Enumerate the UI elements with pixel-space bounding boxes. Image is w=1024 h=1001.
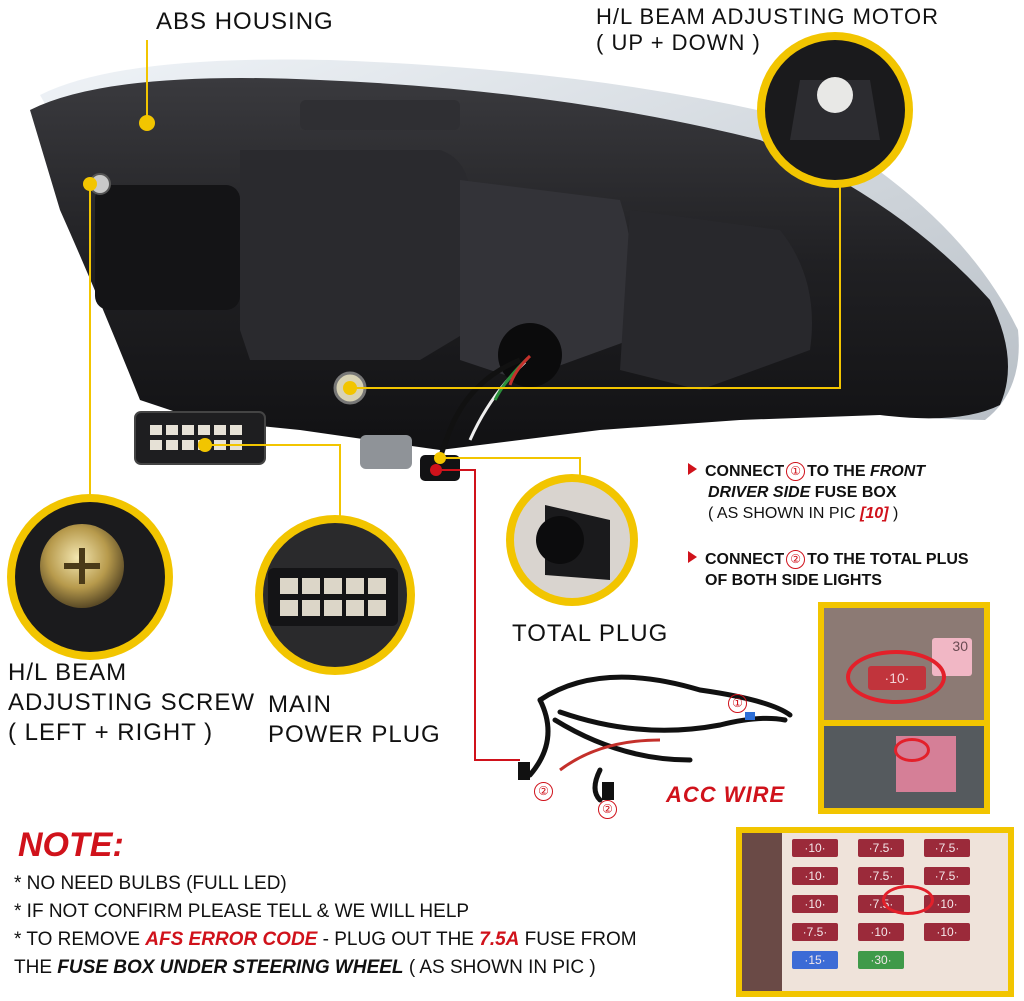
note-list: * NO NEED BULBS (FULL LED) * IF NOT CONF… bbox=[14, 870, 637, 982]
fuse: ·10· bbox=[924, 895, 970, 913]
total-plug-label: TOTAL PLUG bbox=[512, 620, 669, 647]
fuse: ·10· bbox=[792, 867, 838, 885]
screw-label-line2: ADJUSTING SCREW bbox=[8, 689, 256, 716]
steering-fuse-box-photo: ·10· ·7.5· ·7.5· ·10· ·7.5· ·7.5· ·10· ·7.5· ·10… bbox=[736, 827, 1014, 997]
motor-label-line2: ( UP + DOWN ) bbox=[596, 30, 761, 55]
fuse: ·30· bbox=[858, 951, 904, 969]
screw-label: H/L BEAM ADJUSTING SCREW ( LEFT + RIGHT … bbox=[8, 658, 255, 748]
front-fuse-box-photo: 30 ·10· bbox=[818, 602, 990, 814]
fuse: ·10· bbox=[792, 895, 838, 913]
fuse: ·10· bbox=[858, 923, 904, 941]
fuse: ·10· bbox=[792, 839, 838, 857]
fuse-10: ·10· bbox=[868, 666, 926, 690]
acc-wire-label: ACC WIRE bbox=[666, 782, 786, 807]
fuse: ·15· bbox=[792, 951, 838, 969]
fuse: ·7.5· bbox=[924, 867, 970, 885]
circled-two-icon: ② bbox=[786, 550, 806, 569]
main-power-line1: MAIN bbox=[268, 691, 332, 718]
abs-housing-label: ABS HOUSING bbox=[156, 8, 334, 35]
fuse: ·7.5· bbox=[792, 923, 838, 941]
motor-label-line1: H/L BEAM ADJUSTING MOTOR bbox=[596, 4, 940, 29]
wire-marker-2a: ② bbox=[534, 782, 553, 801]
motor-label: H/L BEAM ADJUSTING MOTOR ( UP + DOWN ) bbox=[596, 4, 939, 56]
motor-zoom-circle bbox=[757, 32, 913, 188]
red-triangle-icon bbox=[688, 463, 697, 475]
total-plug-zoom-circle bbox=[506, 474, 638, 606]
screw-label-line1: H/L BEAM bbox=[8, 659, 128, 686]
fuse: ·7.5· bbox=[858, 839, 904, 857]
wire-marker-1: ① bbox=[728, 694, 747, 713]
main-power-label: MAIN POWER PLUG bbox=[268, 690, 441, 750]
main-power-line2: POWER PLUG bbox=[268, 721, 441, 748]
screw-label-line3: ( LEFT + RIGHT ) bbox=[8, 719, 214, 746]
note-line-1: * NO NEED BULBS (FULL LED) bbox=[14, 873, 287, 894]
screw-zoom-circle bbox=[7, 494, 173, 660]
fuse: ·10· bbox=[924, 923, 970, 941]
note-title: NOTE: bbox=[18, 826, 124, 864]
fuse: ·7.5· bbox=[858, 867, 904, 885]
wire-marker-2b: ② bbox=[598, 800, 617, 819]
fuse: ·7.5· bbox=[924, 839, 970, 857]
note-line-2: * IF NOT CONFIRM PLEASE TELL & WE WILL H… bbox=[14, 901, 470, 922]
red-triangle-icon bbox=[688, 551, 697, 563]
note-line-3: * TO REMOVE AFS ERROR CODE - PLUG OUT TH… bbox=[14, 929, 637, 950]
note-line-4: THE FUSE BOX UNDER STEERING WHEEL ( AS S… bbox=[14, 957, 596, 978]
main-plug-zoom-circle bbox=[255, 515, 415, 675]
circled-one-icon: ① bbox=[786, 462, 806, 481]
